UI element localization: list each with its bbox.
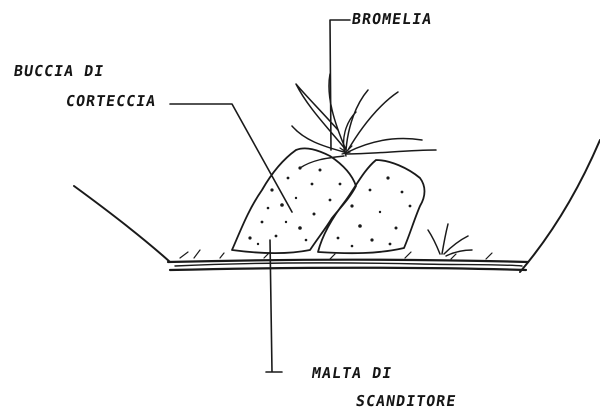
grass-tuft (428, 224, 472, 256)
label-bark-line1: BUCCIA DI (13, 62, 106, 80)
bark-piece-right (318, 160, 425, 253)
label-base-line1: MALTA DI (311, 364, 394, 382)
container-left-wall (74, 186, 170, 262)
label-bromelia: BROMELIA (351, 10, 434, 28)
leader-line-bark (170, 104, 292, 212)
label-base-line2: SCANDITORE (355, 392, 458, 410)
container-right-wall (520, 140, 600, 272)
bromeliad-plant (292, 74, 436, 168)
leader-line-bromelia (330, 20, 350, 150)
label-bark-line2: CORTECCIA (65, 92, 158, 110)
